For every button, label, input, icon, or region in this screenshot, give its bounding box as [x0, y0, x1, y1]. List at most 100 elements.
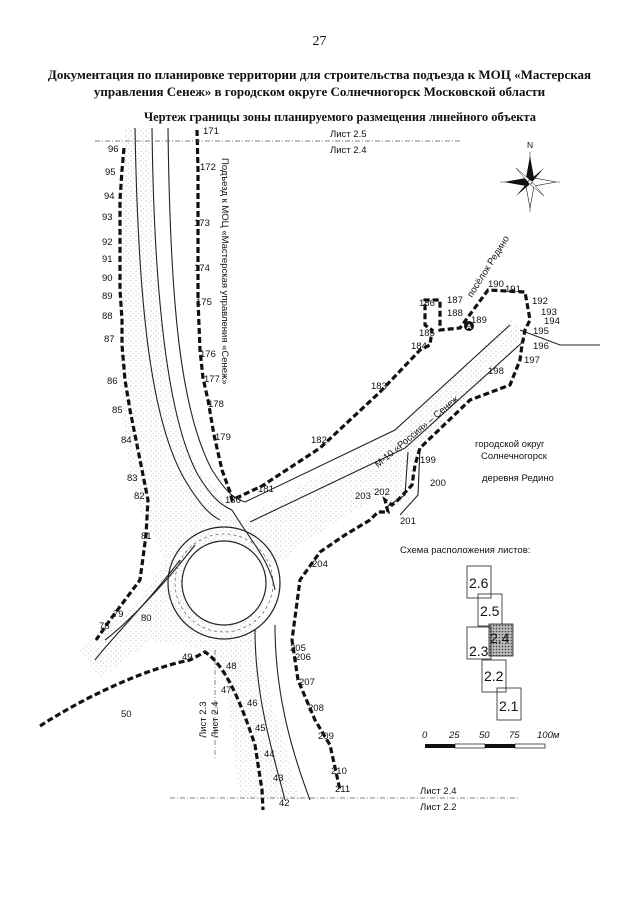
scale-tick-label: 100м — [537, 730, 560, 741]
district-label-line-1: городской округ — [475, 439, 545, 450]
point-label: 200 — [430, 478, 446, 489]
point-label: 203 — [355, 491, 371, 502]
document-title-line-2: управления Сенеж» в городском округе Сол… — [93, 84, 546, 99]
point-label: 90 — [102, 273, 113, 284]
point-label: 48 — [226, 661, 237, 672]
point-label: 93 — [102, 212, 113, 223]
point-label: 184 — [411, 341, 427, 352]
ring-approach-east — [231, 509, 276, 591]
point-label: 92 — [102, 237, 113, 248]
sheet-scheme-title: Схема расположения листов: — [400, 545, 530, 556]
point-label: 95 — [105, 167, 116, 178]
point-label: 179 — [215, 432, 231, 443]
sheet-label-2-2-bottom: Лист 2.2 — [420, 802, 457, 813]
road-west-edge-2 — [104, 544, 196, 641]
point-label: 192 — [532, 296, 548, 307]
point-label: 91 — [102, 254, 113, 265]
zone-boundary-south — [39, 650, 265, 811]
point-label: 46 — [247, 698, 258, 709]
road-west-edge — [94, 559, 181, 661]
sheet-label-2-5-top: Лист 2.5 — [330, 129, 367, 140]
road-edge-center — [167, 127, 246, 503]
point-label: 85 — [112, 405, 123, 416]
point-label: 82 — [134, 491, 145, 502]
sheet-label: 2.4 — [490, 630, 510, 646]
highway-edge-south — [249, 339, 526, 523]
road-surfaces — [80, 128, 530, 800]
highway-edge-north — [244, 324, 511, 503]
sheet-label-2-4-side: Лист 2.4 — [210, 702, 221, 739]
point-label: 181 — [258, 484, 274, 495]
point-label: 210 — [331, 766, 347, 777]
point-label: 211 — [335, 784, 350, 795]
point-label: 96 — [108, 144, 119, 155]
point-label: 201 — [400, 516, 416, 527]
point-label: 207 — [299, 677, 315, 688]
drawing-title: Чертеж границы зоны планируемого размеще… — [143, 110, 537, 124]
sheet-label: 2.1 — [499, 698, 519, 714]
point-label: 208 — [308, 703, 324, 714]
point-label: 86 — [107, 376, 118, 387]
point-label: 87 — [104, 334, 115, 345]
sheet-scheme: Схема расположения листов: 2.6 2.5 2.4 2… — [400, 545, 530, 721]
zone-boundary — [39, 129, 532, 811]
ramp-edge-2 — [399, 447, 421, 516]
point-label: 79 — [113, 609, 124, 620]
point-label: 88 — [102, 311, 113, 322]
point-label: 187 — [447, 295, 463, 306]
point-label: 175 — [196, 297, 212, 308]
point-label: 185 — [419, 328, 435, 339]
document-title: Документация по планировке территории дл… — [40, 66, 599, 100]
sheet-label-2-4-top: Лист 2.4 — [330, 145, 367, 156]
point-label: 172 — [200, 162, 216, 173]
sheet-label-2-3-side: Лист 2.3 — [198, 702, 209, 739]
scale-tick-label: 75 — [509, 730, 520, 741]
road-edge-left-outer — [134, 127, 221, 521]
point-label: 196 — [533, 341, 549, 352]
point-label: 174 — [194, 263, 210, 274]
point-label: 173 — [194, 218, 210, 229]
point-label: 189 — [471, 315, 487, 326]
roundabout — [167, 526, 281, 640]
point-label: 80 — [141, 613, 152, 624]
point-label: 191 — [505, 284, 521, 295]
point-label: 204 — [312, 559, 328, 570]
sheet-label: 2.2 — [484, 668, 504, 684]
point-label: 83 — [127, 473, 138, 484]
sheet-box-2-4-current — [488, 623, 514, 657]
point-label: 78 — [99, 621, 110, 632]
page-number: 27 — [312, 34, 327, 49]
point-labels: 171 172 173 174 175 176 177 178 179 180 … — [99, 126, 560, 809]
point-label: 44 — [264, 749, 275, 760]
zone-boundary-west — [94, 147, 150, 641]
sheet-label: 2.6 — [469, 575, 489, 591]
point-label: 89 — [102, 291, 113, 302]
highway-east-spur — [519, 329, 600, 346]
scale-tick-label: 0 — [422, 730, 428, 741]
point-label: 188 — [447, 308, 463, 319]
compass-north-label: N — [527, 140, 533, 150]
sheet-boundary-lines — [95, 140, 520, 799]
document-title-line-1: Документация по планировке территории дл… — [47, 67, 592, 82]
access-road-label: Подъезд к МОЦ «Мастерская управления «Се… — [219, 158, 230, 385]
point-label: 43 — [273, 773, 284, 784]
road-south-east-edge — [274, 624, 311, 801]
point-label: 206 — [295, 652, 311, 663]
point-label: 198 — [488, 366, 504, 377]
sheet-box-2-1 — [496, 687, 522, 721]
point-label: 209 — [318, 731, 334, 742]
point-label: 195 — [533, 326, 549, 337]
point-label: 186 — [419, 298, 435, 309]
road-edge-left-inner — [151, 127, 233, 511]
sheet-box-2-6 — [466, 565, 492, 599]
point-label: 81 — [141, 531, 152, 542]
point-label: 202 — [374, 487, 390, 498]
point-label: 171 — [203, 126, 219, 137]
point-label: 197 — [524, 355, 540, 366]
point-label: 42 — [279, 798, 290, 809]
sheet-label-2-4-bottom: Лист 2.4 — [420, 786, 457, 797]
zone-boundary-north-east — [195, 129, 532, 791]
sheet-box-2-2 — [481, 659, 507, 693]
point-label: 176 — [200, 349, 216, 360]
